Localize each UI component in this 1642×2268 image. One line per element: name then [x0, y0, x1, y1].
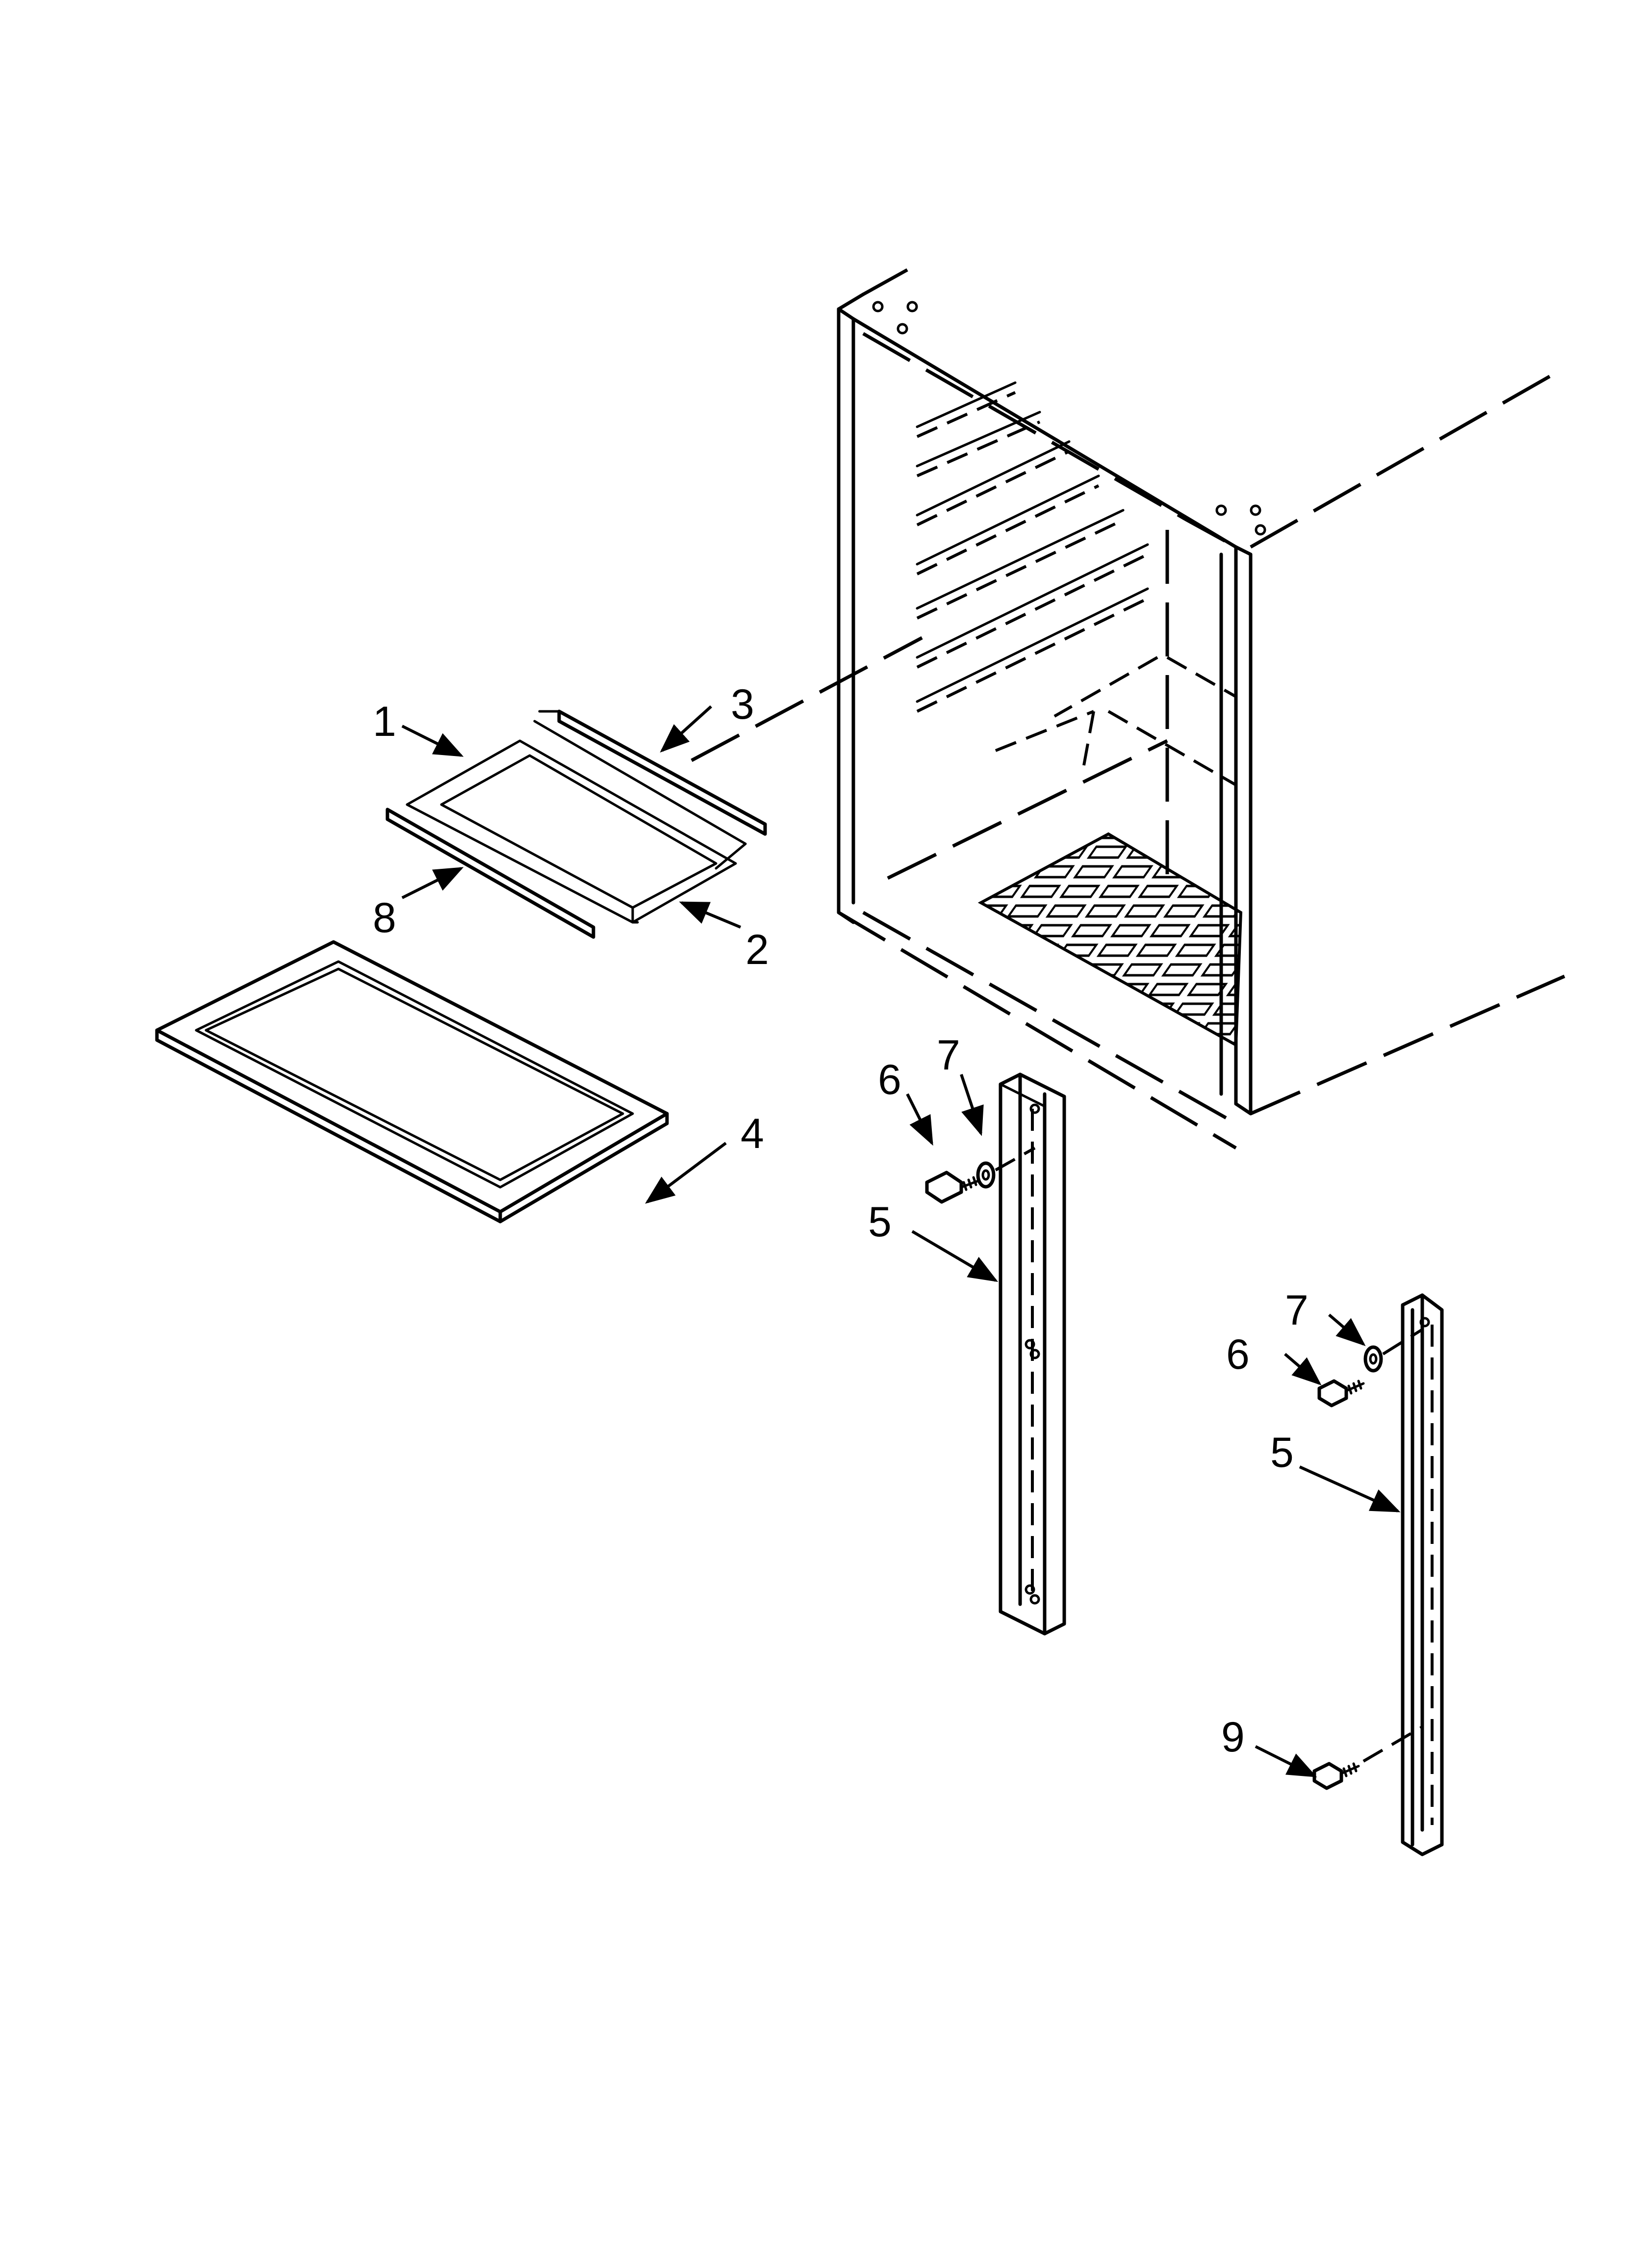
callout-5-left: 5: [868, 1199, 892, 1246]
callout-7-left: 7: [937, 1032, 960, 1079]
alignment-line: [691, 636, 923, 762]
washer-left: [976, 1161, 996, 1189]
callout-6-left: 6: [878, 1056, 901, 1103]
washer-right: [1363, 1345, 1383, 1373]
callout-7-right: 7: [1285, 1287, 1308, 1334]
screw-bottom: [1312, 1762, 1360, 1790]
callout-5-right: 5: [1270, 1429, 1294, 1476]
callout-8: 8: [373, 894, 396, 941]
callout-4: 4: [741, 1110, 764, 1157]
cabinet: [837, 268, 1565, 1150]
screw-left-line: [995, 1147, 1036, 1172]
cover-frame: [155, 940, 669, 1224]
callout-1: 1: [373, 698, 396, 745]
screw-right-line: [1382, 1328, 1423, 1356]
callout-6-right: 6: [1226, 1331, 1250, 1378]
callout-3: 3: [731, 681, 754, 728]
screw-left: [925, 1171, 982, 1204]
rail-left: [999, 1072, 1066, 1636]
leader-arrows: [401, 705, 1401, 1777]
screw-right: [1317, 1379, 1365, 1408]
callout-2: 2: [745, 926, 769, 973]
shelf-assembly: [385, 709, 767, 939]
screw-bottom-line: [1362, 1725, 1423, 1763]
callout-9: 9: [1221, 1714, 1245, 1761]
rail-right: [1401, 1293, 1444, 1856]
